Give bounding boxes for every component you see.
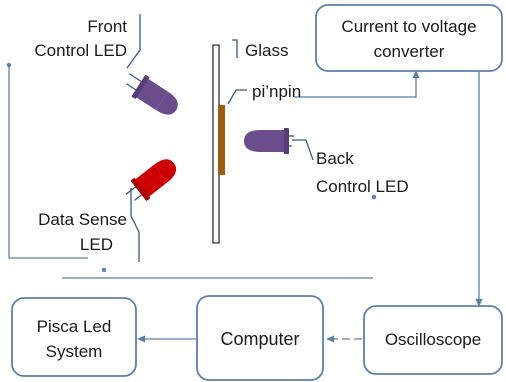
converter-label-line1: Current to voltage bbox=[341, 17, 476, 36]
dot-left bbox=[6, 62, 12, 68]
front-led-leader bbox=[126, 14, 141, 69]
converter-label-line2: converter bbox=[374, 42, 445, 61]
data-sense-label-line1: Data Sense bbox=[38, 210, 127, 229]
arrow-into-computer bbox=[326, 335, 334, 343]
arrow-into-pisca bbox=[137, 335, 145, 343]
back-led-label-line1: Back bbox=[316, 149, 354, 168]
pisca-led-box: Pisca Led System bbox=[11, 297, 137, 377]
data-sense-led-icon bbox=[125, 159, 177, 201]
pinpin-label: pi’npin bbox=[252, 82, 301, 101]
computer-box: Computer bbox=[196, 295, 324, 381]
oscilloscope-box: Oscilloscope bbox=[363, 305, 503, 375]
oscilloscope-label: Oscilloscope bbox=[385, 330, 481, 349]
dot-back-led bbox=[371, 194, 377, 200]
back-control-led-icon bbox=[244, 128, 294, 154]
left-loop-wire bbox=[8, 65, 88, 259]
connection-lines bbox=[8, 65, 480, 340]
terminal-dots bbox=[6, 62, 377, 273]
pisca-label-line1: Pisca Led bbox=[37, 317, 112, 336]
arrow-into-oscilloscope bbox=[475, 299, 483, 307]
pinpin-leader bbox=[227, 89, 247, 105]
pinpin-device bbox=[218, 105, 225, 175]
front-led-label-line1: Front bbox=[87, 17, 127, 36]
arrowheads bbox=[137, 70, 483, 343]
converter-box: Current to voltage converter bbox=[315, 4, 503, 72]
computer-label: Computer bbox=[220, 329, 299, 349]
leader-lines bbox=[126, 14, 314, 262]
pisca-label-line2: System bbox=[46, 342, 103, 361]
data-sense-leader bbox=[130, 188, 140, 262]
data-sense-label-line2: LED bbox=[80, 235, 113, 254]
arrow-into-converter bbox=[412, 70, 420, 78]
front-led-label-line2: Control LED bbox=[34, 41, 127, 60]
dot-bottom bbox=[101, 267, 107, 273]
front-control-led-icon bbox=[126, 73, 178, 115]
back-led-label-line2: Control LED bbox=[316, 177, 409, 196]
back-led-leader bbox=[292, 139, 314, 161]
glass-label: Glass bbox=[245, 41, 288, 60]
glass-leader bbox=[232, 39, 238, 58]
pinpin-to-converter-wire bbox=[294, 72, 417, 98]
